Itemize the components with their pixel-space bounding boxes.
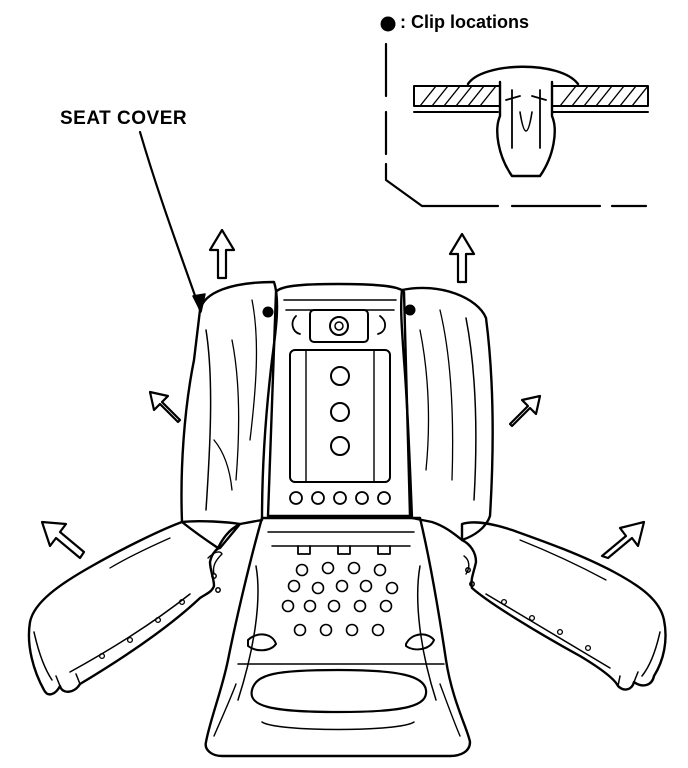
arrow-diag-right-icon: [508, 394, 542, 428]
clip-marker-icon: [380, 16, 396, 32]
clip-detail-inset: [384, 42, 649, 208]
wing-root-detail: [211, 567, 475, 593]
cushion-cover-right-wing: [460, 521, 667, 691]
arrow-right-wing-icon: [600, 520, 646, 560]
clip-marker-right-icon: [404, 304, 416, 316]
seat-back-cover-left: [180, 280, 279, 550]
arrow-up-left-icon: [208, 228, 236, 280]
clip-locations-label: : Clip locations: [400, 12, 530, 32]
seat-back-cover-right: [399, 286, 494, 542]
arrow-left-wing-icon: [40, 520, 86, 560]
pull-arrows: [40, 228, 646, 560]
cushion-cover-left-wing: [27, 519, 242, 696]
seat-back-frame: [266, 282, 412, 518]
inset-border: [384, 42, 648, 208]
arrow-up-right-icon: [448, 232, 476, 284]
arrow-diag-left-icon: [148, 390, 182, 424]
seat-cover-label: SEAT COVER: [60, 108, 188, 129]
seat-cover-leader: [138, 130, 206, 313]
clip-fastener: [466, 65, 580, 178]
seat-cushion-frame: [204, 516, 472, 758]
clip-marker-left-icon: [262, 306, 274, 318]
